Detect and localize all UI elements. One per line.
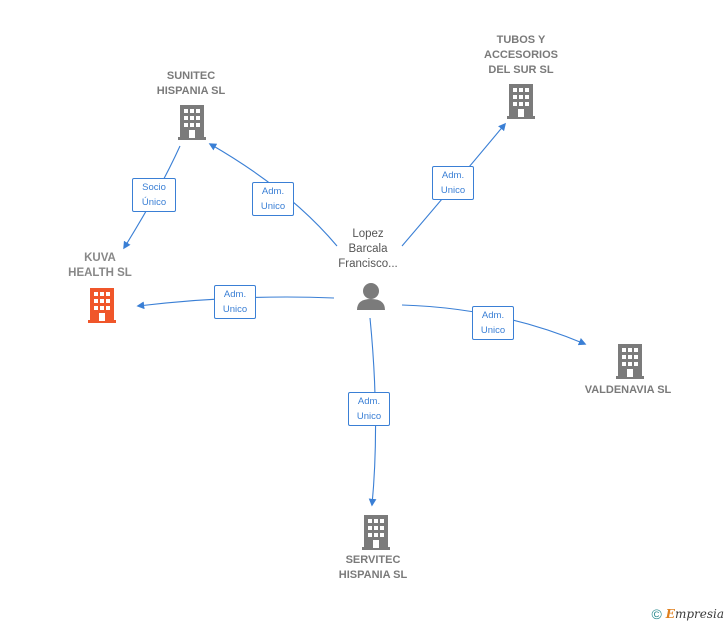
copyright-icon: © <box>651 606 662 622</box>
edge-label-center-servitec: Adm. Unico <box>348 392 390 426</box>
brand-logo[interactable]: Empresia <box>665 607 724 621</box>
building-icon-sunitec[interactable] <box>178 105 206 140</box>
building-icon-servitec[interactable] <box>362 515 390 550</box>
edge-label-center-valdenavia: Adm. Unico <box>472 306 514 340</box>
node-label-valdenavia[interactable]: VALDENAVIA SL <box>584 384 672 396</box>
person-name[interactable]: Lopez Barcala Francisco... <box>338 228 398 270</box>
footer-brand: © Empresia <box>651 606 724 622</box>
building-icon-tubos[interactable] <box>507 84 535 119</box>
edge-label-center-sunitec: Adm. Unico <box>252 182 294 216</box>
edge-label-center-kuva: Adm. Unico <box>214 285 256 319</box>
node-label-servitec[interactable]: SERVITEC HISPANIA SL <box>338 554 408 581</box>
building-icon-kuva[interactable] <box>88 288 116 323</box>
node-label-kuva[interactable]: KUVA HEALTH SL <box>68 252 132 279</box>
edge-label-center-tubos: Adm. Unico <box>432 166 474 200</box>
node-label-sunitec[interactable]: SUNITEC HISPANIA SL <box>156 70 226 97</box>
node-label-tubos[interactable]: TUBOS Y ACCESORIOS DEL SUR SL <box>484 34 558 76</box>
person-icon[interactable] <box>357 283 385 310</box>
building-icon-valdenavia[interactable] <box>616 344 644 379</box>
edge-label-sunitec-kuva: Socio Único <box>132 178 176 212</box>
